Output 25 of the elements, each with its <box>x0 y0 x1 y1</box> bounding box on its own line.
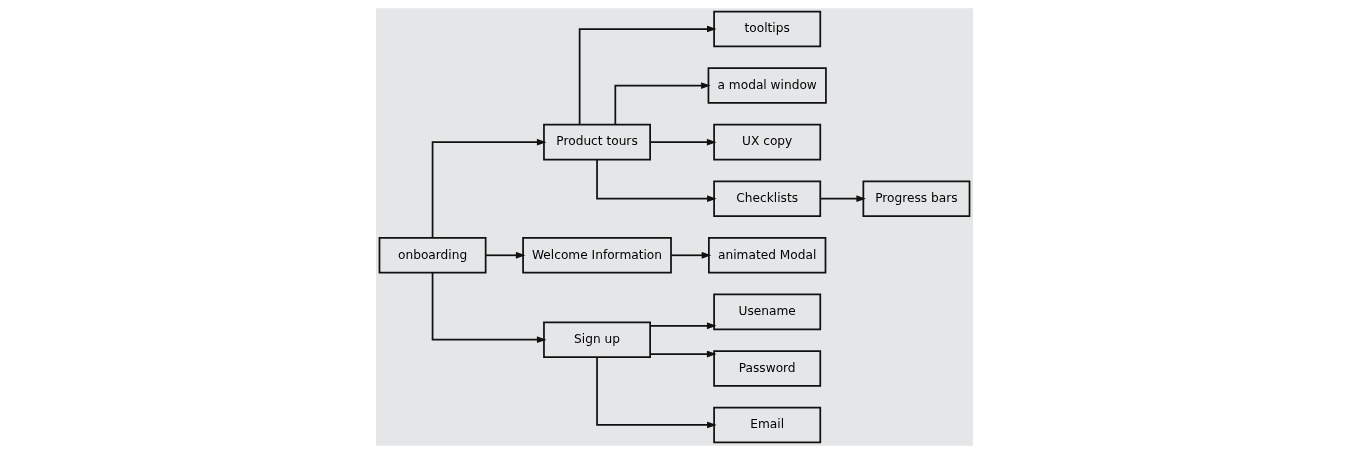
node-box: Welcome Information <box>521 237 672 274</box>
node-box: Sign up <box>542 321 651 358</box>
arrow <box>648 350 716 358</box>
node-box: Email <box>712 406 821 444</box>
arrow <box>595 356 717 429</box>
node-box: Progress bars <box>862 180 970 217</box>
arrow <box>669 251 711 259</box>
arrow <box>595 158 717 203</box>
arrow <box>648 138 716 146</box>
node-box: a modal window <box>707 67 827 104</box>
node-box: UX copy <box>712 123 821 161</box>
arrow <box>648 322 716 330</box>
node-box: Password <box>712 350 821 387</box>
arrow <box>431 271 546 344</box>
arrow <box>819 195 866 203</box>
arrow <box>578 25 717 126</box>
node-box: Product tours <box>542 123 651 161</box>
node-box: animated Modal <box>707 237 826 274</box>
arrow <box>431 138 546 239</box>
node-box: onboarding <box>378 237 486 274</box>
node-box: Checklists <box>712 180 821 217</box>
arrow <box>613 82 711 126</box>
arrow <box>484 251 525 259</box>
node-box: tooltips <box>712 10 821 48</box>
node-box: Usename <box>712 293 821 331</box>
